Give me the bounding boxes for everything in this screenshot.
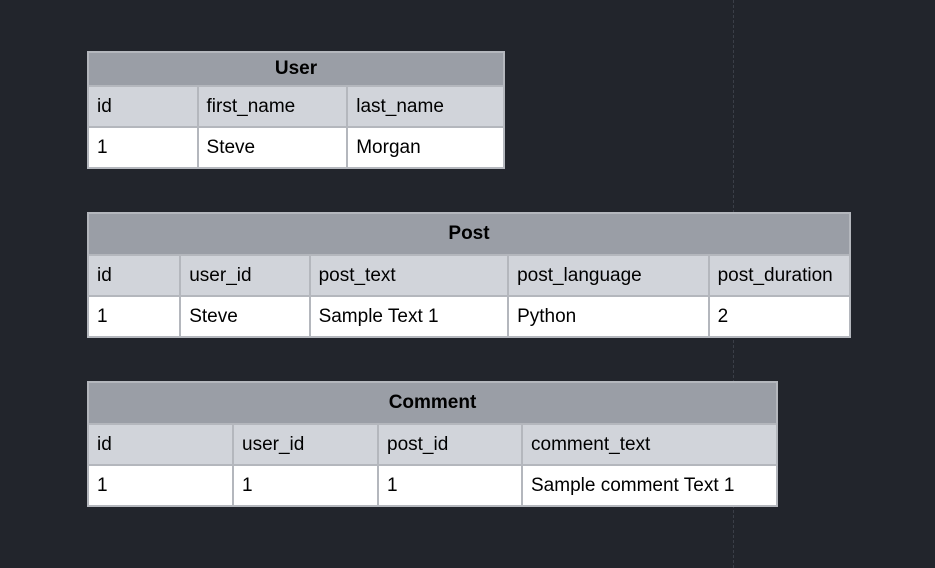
cell-post-language: Python — [507, 295, 710, 338]
column-header-post-text: post_text — [308, 254, 510, 297]
table-row: 1 Steve Sample Text 1 Python 2 — [86, 295, 852, 338]
user-table-title: User — [87, 51, 505, 87]
cell-last-name: Morgan — [346, 126, 505, 169]
column-header-user-id: user_id — [179, 254, 311, 297]
column-header-id: id — [87, 85, 199, 128]
cell-first-name: Steve — [196, 126, 349, 169]
table-row: 1 1 1 Sample comment Text 1 — [87, 464, 778, 507]
cell-user-id: Steve — [179, 295, 311, 338]
column-header-last-name: last_name — [346, 85, 505, 128]
column-header-id: id — [87, 423, 234, 466]
cell-id: 1 — [86, 295, 182, 338]
user-header-row: id first_name last_name — [87, 85, 505, 128]
comment-table-title: Comment — [87, 381, 778, 425]
post-table-title: Post — [87, 212, 851, 256]
comment-entity-table: Comment id user_id post_id comment_text … — [87, 381, 778, 507]
column-header-user-id: user_id — [232, 423, 379, 466]
comment-header-row: id user_id post_id comment_text — [87, 423, 778, 466]
table-row: 1 Steve Morgan — [87, 126, 505, 169]
column-header-post-language: post_language — [507, 254, 710, 297]
post-header-row: id user_id post_text post_language post_… — [86, 254, 852, 297]
column-header-comment-text: comment_text — [521, 423, 778, 466]
cell-post-text: Sample Text 1 — [308, 295, 510, 338]
column-header-post-duration: post_duration — [707, 254, 852, 297]
cell-id: 1 — [87, 126, 199, 169]
column-header-id: id — [86, 254, 182, 297]
cell-user-id: 1 — [232, 464, 379, 507]
cell-id: 1 — [87, 464, 234, 507]
cell-post-duration: 2 — [707, 295, 852, 338]
column-header-first-name: first_name — [196, 85, 349, 128]
cell-comment-text: Sample comment Text 1 — [521, 464, 778, 507]
post-entity-table: Post id user_id post_text post_language … — [86, 212, 852, 338]
column-header-post-id: post_id — [377, 423, 523, 466]
cell-post-id: 1 — [377, 464, 523, 507]
user-entity-table: User id first_name last_name 1 Steve Mor… — [87, 51, 505, 169]
